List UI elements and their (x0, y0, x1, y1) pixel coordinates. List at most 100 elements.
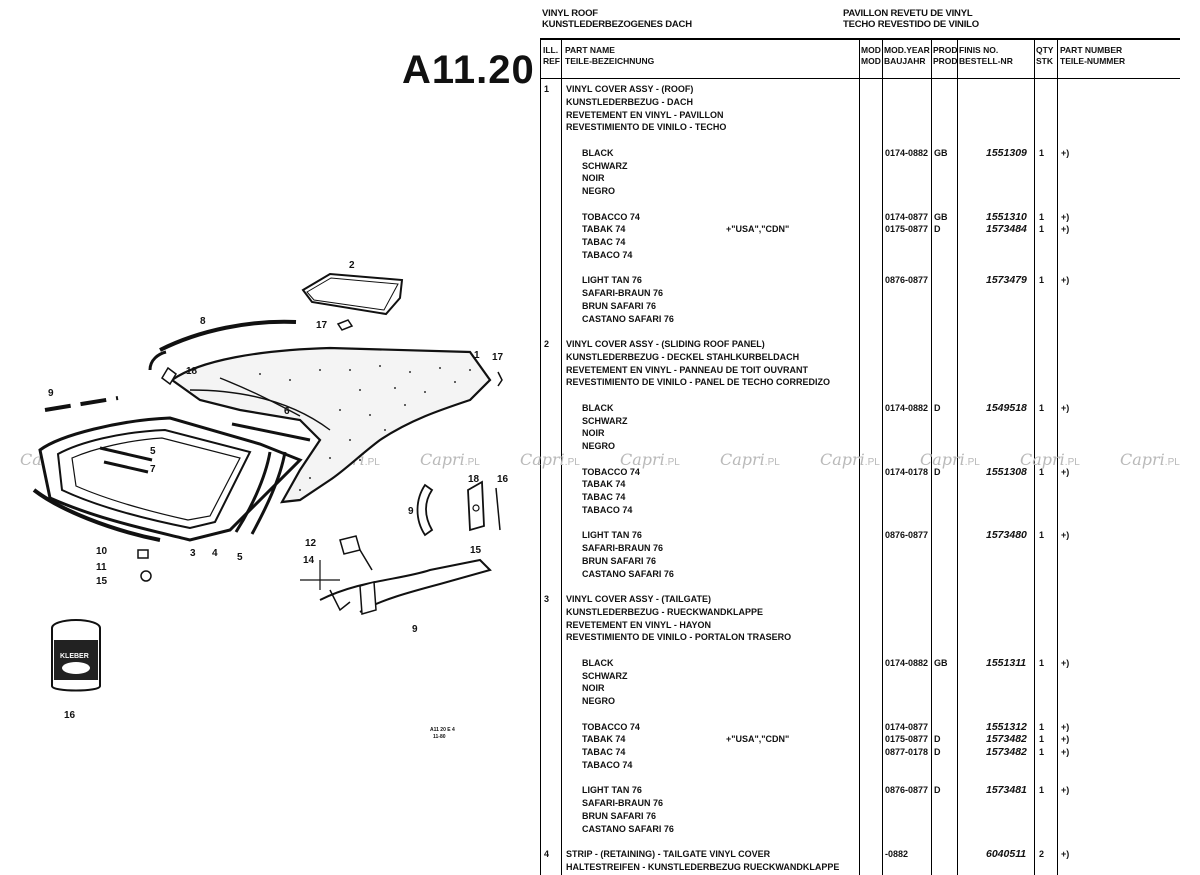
cell-qty: 1 (1039, 275, 1045, 286)
cell-name: TABAC 74 (582, 747, 626, 757)
watermark-text: Capri (1120, 450, 1165, 469)
cell-finis: 1551312 (986, 720, 1027, 733)
cell-finis: 1573479 (986, 274, 1027, 287)
header-title-line: PAVILLON REVETU DE VINYL (843, 8, 973, 19)
callout-label: 3 (190, 548, 196, 559)
cell-name: REVESTIMIENTO DE VINILO - TECHO (566, 122, 727, 133)
cell-name: STRIP - (RETAINING) - TAILGATE VINYL COV… (566, 849, 771, 859)
callout-label: 1 (474, 350, 480, 361)
watermark-suffix: .PL (964, 457, 980, 468)
cell-pn: +) (1061, 466, 1070, 477)
callout-label: 6 (284, 406, 290, 417)
sliding-roof-panel (301, 272, 404, 316)
cell-qty: 1 (1039, 530, 1045, 541)
cell-year: 0174-0877 (885, 211, 929, 222)
watermark-suffix: .PL (664, 457, 680, 468)
retaining-strip-10 (32, 488, 161, 542)
cell-name: TOBACCO 74 (582, 211, 640, 222)
callout-label: 7 (150, 464, 156, 475)
cell-name: VINYL COVER ASSY - (TAILGATE) (566, 594, 712, 604)
callout-label: 5 (237, 552, 243, 563)
cell-qty: 1 (1039, 721, 1045, 732)
watermark-text: Capri (1020, 450, 1065, 469)
cell-qty: 1 (1039, 147, 1045, 158)
col-header-line: MOD.YEAR (884, 45, 930, 55)
cell-finis: 1573480 (986, 529, 1027, 542)
cell-finis: 1551310 (986, 210, 1027, 223)
cell-year: 0174-0882 (885, 657, 929, 668)
watermark-capri: Capri.PL (1120, 450, 1180, 469)
watermark-text: Capri (420, 450, 465, 469)
cell-name: SAFARI-BRAUN 76 (582, 798, 664, 808)
col-header-part-name: PART NAME TEILE-BEZEICHNUNG (565, 45, 654, 67)
cell-prod: D (934, 747, 941, 757)
cell-prod: D (934, 224, 941, 235)
callout-label: 4 (212, 548, 218, 559)
cell-finis: 1573482 (986, 746, 1027, 758)
watermark-suffix: .PL (564, 457, 580, 468)
cell-note: +"USA","CDN" (726, 224, 790, 235)
col-header-line: TEILE-NUMMER (1060, 56, 1126, 66)
watermark-capri: Capri.PL (820, 450, 880, 469)
callout-label: 17 (492, 352, 504, 363)
cell-ref: 1 (544, 84, 550, 94)
col-header-line: BESTELL-NR (959, 56, 1013, 66)
cell-name: KUNSTLEDERBEZUG - DECKEL STAHLKURBELDACH (566, 351, 800, 362)
col-header-qty: QTY STK (1036, 45, 1053, 67)
watermark-text: Capri (720, 450, 765, 469)
exploded-parts-diagram: 2 17 8 1 17 18 9 5 7 6 3 4 5 10 11 15 18… (32, 260, 509, 740)
cell-year: 0174-0882 (885, 147, 929, 158)
cell-finis: 1551308 (986, 465, 1027, 478)
col-header-line: TEILE-BEZEICHNUNG (565, 56, 655, 66)
callout-label: 12 (305, 538, 317, 549)
cell-prod: D (934, 734, 941, 745)
cell-pn: +) (1061, 211, 1070, 222)
cell-qty: 1 (1039, 211, 1045, 222)
cell-pn: +) (1061, 721, 1070, 732)
cell-pn: +) (1061, 147, 1070, 158)
cell-name: TABAC 74 (582, 492, 626, 502)
column-divider (561, 40, 562, 875)
cell-name: VINYL COVER ASSY - (ROOF) (566, 84, 694, 94)
cell-pn: +) (1061, 402, 1070, 413)
callout-label: 18 (186, 366, 198, 377)
col-header-line: PART NAME (565, 45, 615, 55)
cell-name: TOBACCO 74 (582, 466, 640, 477)
callout-label: 17 (316, 320, 328, 331)
cell-prod: D (934, 466, 941, 477)
cell-year: 0174-0882 (885, 402, 929, 413)
column-divider (957, 40, 958, 875)
cell-name: CASTANO SAFARI 76 (582, 568, 674, 579)
cell-name: REVETEMENT EN VINYL - PANNEAU DE TOIT OU… (566, 364, 809, 375)
col-header-line: STK (1036, 56, 1053, 66)
side-strip-6 (231, 422, 311, 442)
cell-name: CASTANO SAFARI 76 (582, 313, 674, 324)
cell-name: KUNSTLEDERBEZUG - DACH (566, 96, 693, 107)
cell-pn: +) (1061, 224, 1070, 235)
callout-label: 8 (200, 316, 206, 327)
roof-body (170, 346, 492, 504)
cell-name: SCHWARZ (582, 670, 628, 681)
watermark-suffix: .PL (1064, 457, 1080, 468)
watermark-text: Capri (920, 450, 965, 469)
callout-label: 16 (497, 474, 509, 485)
retaining-strip-9 (44, 396, 119, 412)
cell-name: REVETEMENT EN VINYL - HAYON (566, 619, 712, 630)
col-header-line: REF (543, 56, 560, 66)
cell-name: LIGHT TAN 76 (582, 530, 642, 541)
cell-pn: +) (1061, 785, 1070, 796)
cell-name: BRUN SAFARI 76 (582, 555, 657, 566)
col-header-mod-year: MOD.YEAR BAUJAHR (884, 45, 930, 67)
cell-qty: 2 (1039, 849, 1045, 859)
cell-pn: +) (1061, 657, 1070, 668)
cell-qty: 1 (1039, 402, 1045, 413)
header-title-line: KUNSTLEDERBEZOGENES DACH (542, 19, 692, 30)
cell-year: 0174-0178 (885, 466, 929, 477)
cell-name: NOIR (582, 683, 605, 694)
side-strip-5 (234, 451, 272, 533)
small-code: A11 20 E 4 (430, 727, 455, 733)
cell-year: 0175-0877 (885, 734, 929, 745)
cell-pn: +) (1061, 734, 1070, 745)
watermark-suffix: .PL (764, 457, 780, 468)
cell-prod: GB (934, 657, 948, 668)
